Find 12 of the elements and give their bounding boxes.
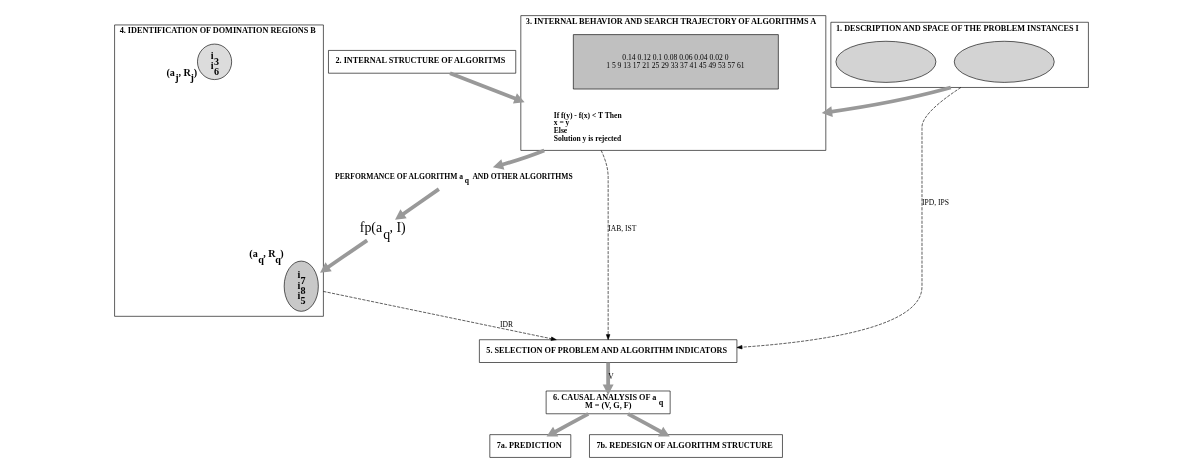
arrow	[492, 148, 545, 170]
node-ellipse	[953, 40, 1055, 83]
arrow	[320, 238, 369, 273]
node-ellipse	[835, 40, 937, 83]
arrow	[449, 71, 525, 104]
arrow	[821, 85, 952, 117]
arrow	[600, 150, 611, 340]
arrow	[736, 87, 962, 350]
arrow	[627, 412, 670, 437]
arrow	[395, 187, 440, 220]
arrow	[602, 362, 614, 395]
arrow	[323, 291, 557, 341]
